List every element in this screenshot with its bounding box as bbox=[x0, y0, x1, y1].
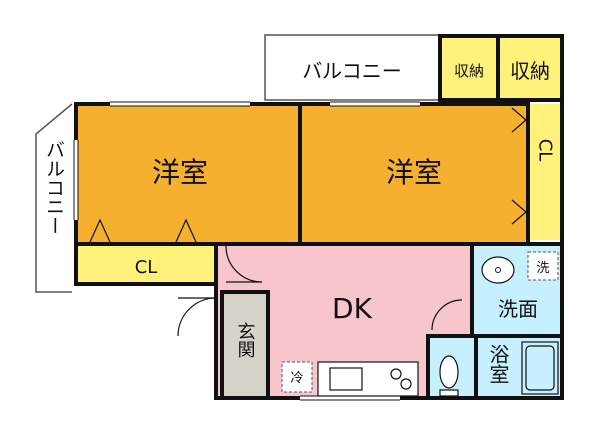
storage-large bbox=[498, 36, 562, 100]
sink-icon bbox=[481, 256, 515, 284]
washing-machine-space bbox=[527, 251, 559, 281]
closet-left bbox=[76, 244, 216, 284]
label-western-room-right: 洋室 bbox=[386, 156, 442, 189]
label-washroom: 洗面 bbox=[498, 297, 538, 321]
label-refrigerator: 冷 bbox=[290, 371, 303, 386]
kitchen-counter bbox=[317, 361, 419, 397]
balcony-top bbox=[264, 34, 441, 101]
label-bathroom: 浴室 bbox=[486, 344, 510, 384]
label-balcony-left: バルコニー bbox=[43, 140, 65, 235]
label-western-room-left: 洋室 bbox=[152, 156, 208, 189]
doors bbox=[89, 107, 527, 337]
label-dk: DK bbox=[332, 292, 373, 325]
label-storage-small: 収納 bbox=[454, 62, 484, 80]
storage-small bbox=[440, 36, 498, 100]
windows bbox=[74, 102, 420, 400]
label-balcony-top: バルコニー bbox=[302, 59, 402, 83]
label-entrance: 玄関 bbox=[235, 322, 256, 358]
label-closet-right: CL bbox=[535, 139, 556, 162]
window-lines bbox=[73, 101, 420, 401]
refrigerator-space bbox=[281, 361, 313, 393]
entrance-area bbox=[222, 292, 268, 398]
toilet-icon bbox=[439, 355, 459, 397]
drain-icon bbox=[495, 267, 501, 273]
label-closet-left: CL bbox=[135, 257, 158, 278]
closet-right bbox=[528, 104, 562, 240]
western-room-right bbox=[300, 104, 528, 244]
label-washing-machine: 洗 bbox=[536, 261, 549, 276]
western-room-left bbox=[76, 104, 300, 244]
label-storage-large: 収納 bbox=[510, 59, 550, 83]
balcony-left bbox=[35, 103, 73, 293]
bathtub-icon bbox=[521, 341, 559, 395]
